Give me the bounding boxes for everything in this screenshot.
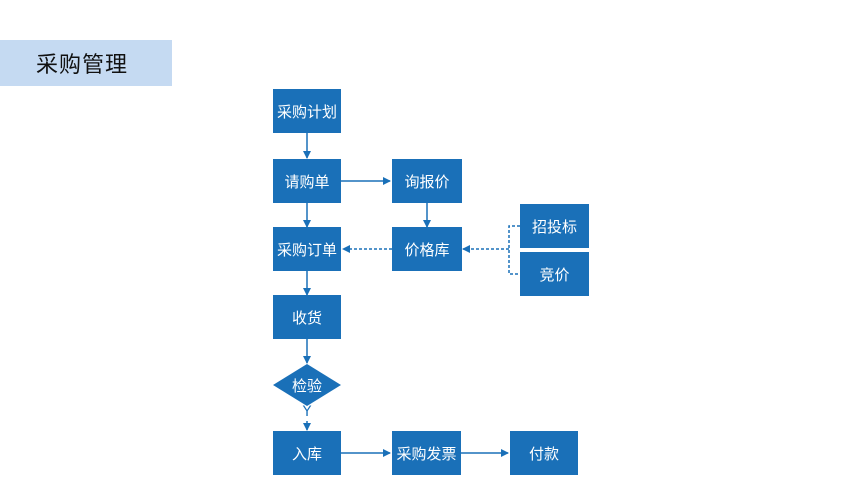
node-receiving-label: 收货 bbox=[291, 308, 322, 327]
node-receiving: 收货 bbox=[273, 295, 341, 339]
node-purchase-invoice-label: 采购发票 bbox=[396, 444, 457, 463]
node-purchase-invoice: 采购发票 bbox=[392, 431, 461, 475]
node-price-library-label: 价格库 bbox=[404, 240, 450, 259]
node-inspection: 检验 bbox=[273, 371, 341, 399]
node-inquiry: 询报价 bbox=[392, 159, 462, 203]
node-requisition: 请购单 bbox=[273, 159, 341, 203]
node-warehousing: 入库 bbox=[273, 431, 341, 475]
node-inquiry-label: 询报价 bbox=[404, 172, 450, 191]
page-title: 采购管理 bbox=[36, 53, 129, 78]
node-requisition-label: 请购单 bbox=[284, 172, 330, 191]
node-payment-label: 付款 bbox=[528, 444, 559, 463]
node-purchase-plan-label: 采购计划 bbox=[276, 102, 337, 121]
bracket-tender-bidding bbox=[508, 225, 520, 275]
node-tender: 招投标 bbox=[520, 204, 589, 248]
node-bidding: 竞价 bbox=[520, 252, 589, 296]
node-tender-label: 招投标 bbox=[531, 217, 577, 236]
node-price-library: 价格库 bbox=[392, 227, 462, 271]
node-purchase-order-label: 采购订单 bbox=[276, 240, 337, 259]
inspection-diamond bbox=[273, 364, 341, 406]
node-purchase-plan: 采购计划 bbox=[273, 89, 341, 133]
inspection-yes-label: Y bbox=[302, 404, 312, 420]
node-payment: 付款 bbox=[510, 431, 578, 475]
title-banner: 采购管理 bbox=[0, 40, 172, 86]
node-bidding-label: 竞价 bbox=[539, 265, 570, 284]
node-warehousing-label: 入库 bbox=[291, 444, 322, 463]
node-inspection-label: 检验 bbox=[291, 376, 322, 395]
node-purchase-order: 采购订单 bbox=[273, 227, 341, 271]
